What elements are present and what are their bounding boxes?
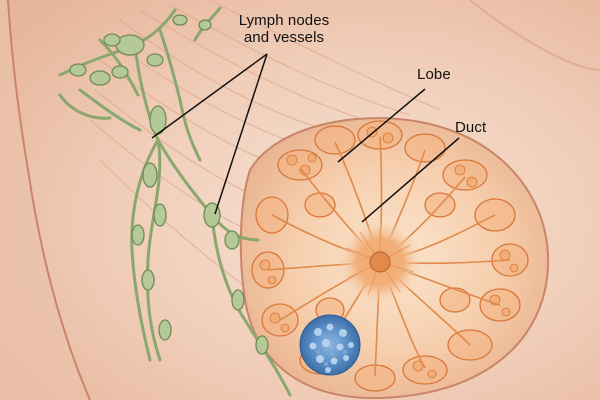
leader-lines	[151, 53, 460, 223]
lymph-nodes	[69, 14, 269, 355]
torso-outline	[7, 0, 91, 400]
nipple	[369, 251, 391, 273]
acini	[259, 126, 519, 379]
leader-lymph-1	[151, 53, 268, 139]
leader-duct	[361, 137, 460, 223]
arm-shadow	[0, 0, 90, 400]
label-duct: Duct	[455, 119, 487, 136]
cell-cluster-icon	[299, 314, 361, 376]
leader-lobe	[337, 88, 426, 163]
leader-lymph-2	[214, 53, 268, 215]
label-lobe: Lobe	[417, 66, 451, 83]
shoulder-outline	[469, 0, 600, 71]
label-lymph-nodes-and-vessels: Lymph nodes and vessels	[238, 12, 330, 46]
